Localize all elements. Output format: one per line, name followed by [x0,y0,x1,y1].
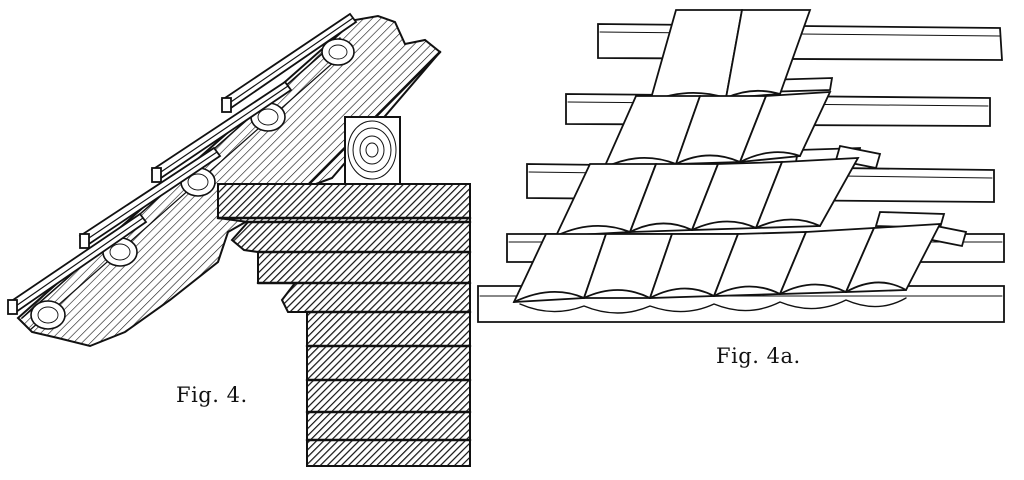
tile-row-3 [554,157,860,237]
figure-4a-caption: Fig. 4a. [716,344,801,368]
tile-bottom-edges [519,297,907,314]
fig4a-tile-roof [477,9,1005,323]
tile-row-4 [512,223,942,303]
figure-4-caption: Fig. 4. [176,383,248,407]
fig4-eaves-section [7,12,472,467]
wall-plate [344,116,401,185]
brick-wall [216,183,472,467]
tile-row-2 [602,91,832,169]
tile-row-1 [648,9,812,103]
roof-tiles [7,12,358,315]
